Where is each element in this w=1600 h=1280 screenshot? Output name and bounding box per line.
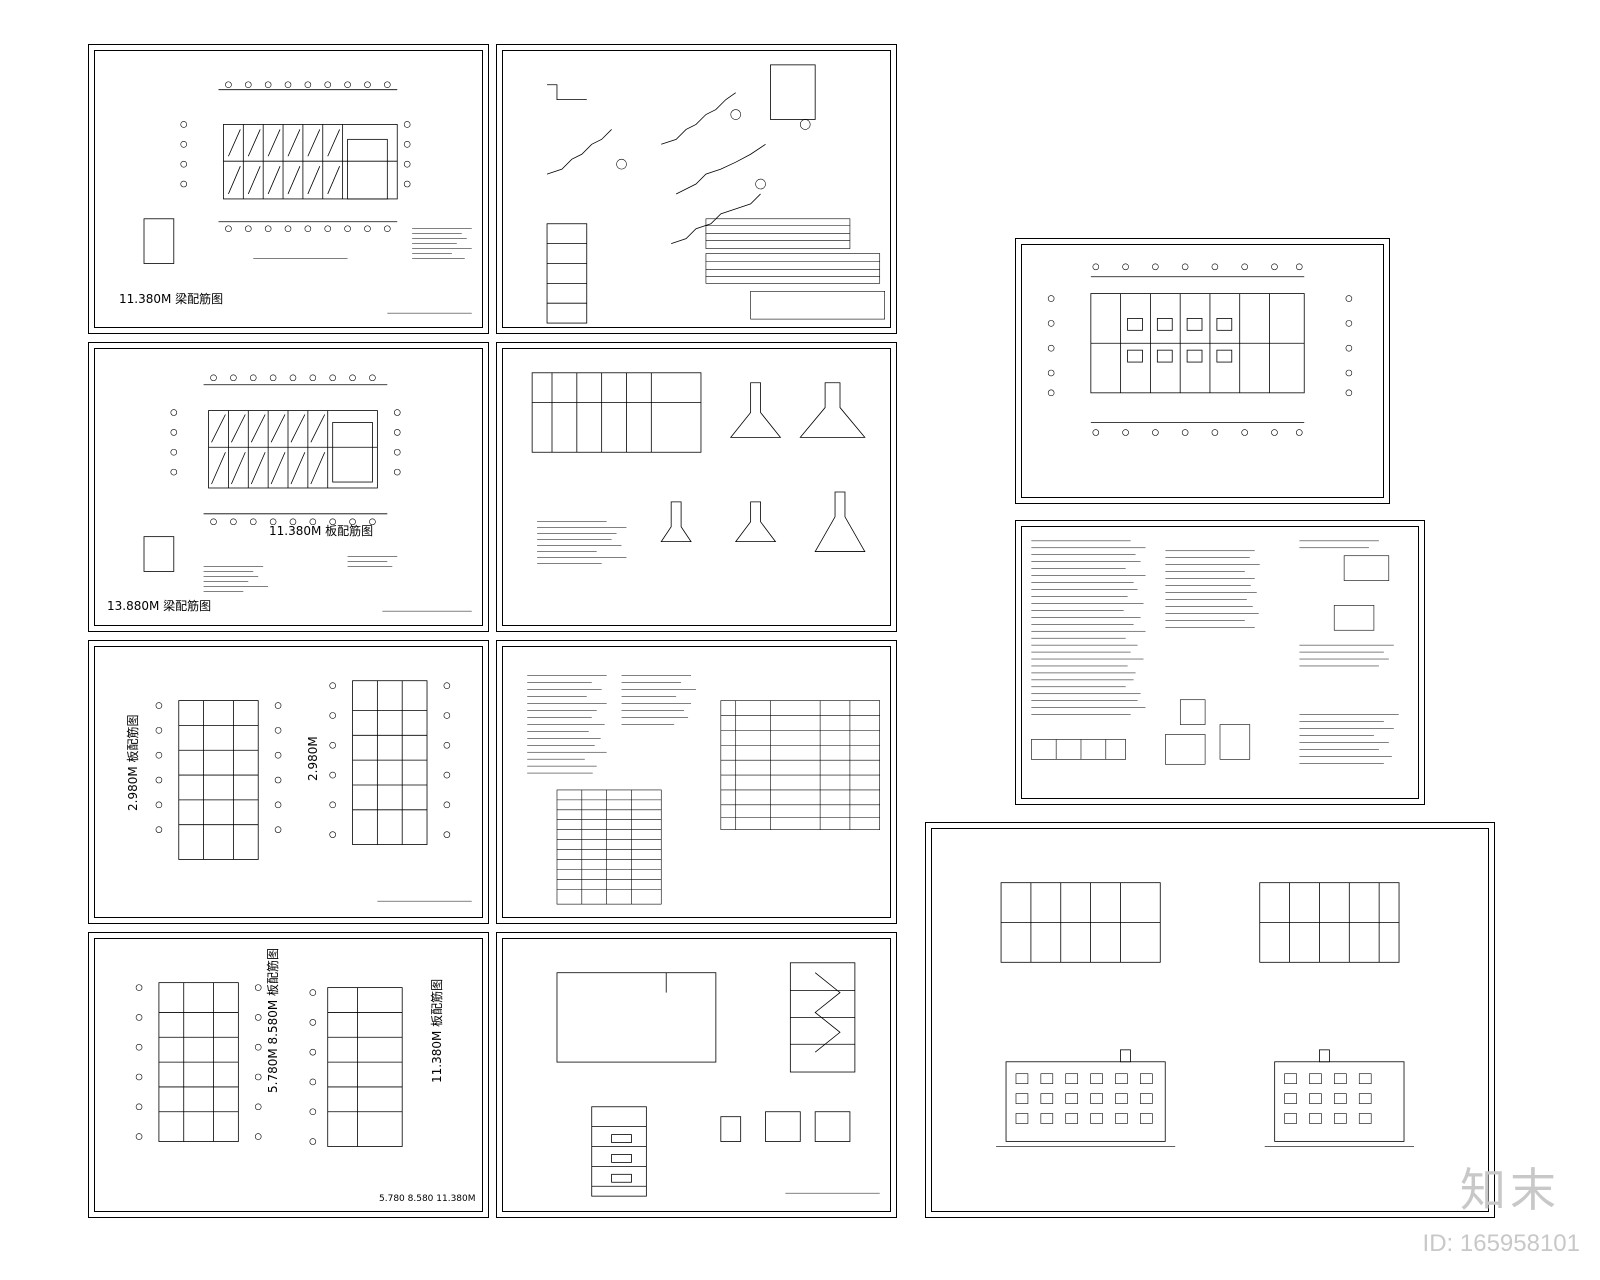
drawing-sheet-foundation[interactable] [496,342,897,632]
sheet-label: 2.980M [306,736,320,781]
floor-plan-slab [143,374,472,612]
drawing-sheet-slab-plan-2980[interactable]: 2.980M 板配筋图 2.980M [88,640,489,924]
sheet-label: 11.380M 梁配筋图 [119,292,224,306]
sheet-frame [94,646,483,918]
sheet-frame [1021,244,1384,498]
drawing-sheet-plans-elevations[interactable] [925,822,1495,1218]
sheet-label: 11.380M 板配筋图 [269,524,374,538]
drawing-sheet-design-notes[interactable] [1015,520,1425,805]
sheet-frame [1021,526,1419,799]
sheet-frame [931,828,1489,1212]
sheet-label: 5.780M 8.580M 板配筋图 [266,947,280,1093]
plans-and-elevations [996,882,1414,1147]
sheet-frame [502,646,891,918]
drawing-sheet-slab-plan-upper[interactable]: 5.780M 8.580M 板配筋图 11.380M 板配筋图 5.780 8.… [88,932,489,1218]
sheet-frame [502,348,891,626]
drawing-sheet-beam-plan-11380[interactable]: 11.380M 梁配筋图 [88,44,489,334]
drawing-sheet-slab-plan-11380[interactable]: 11.380M 板配筋图 13.880M 梁配筋图 [88,342,489,632]
drawing-sheet-architectural-plan[interactable] [1015,238,1390,504]
roof-plan-and-elevation [556,962,880,1197]
stair-sections [546,64,885,324]
foundation-plan-details [531,372,866,564]
architectural-floor-plan [1047,263,1353,436]
sheet-label: 11.380M 板配筋图 [430,978,444,1083]
drawing-sheet-stair-details[interactable] [496,44,897,334]
floor-plan-slab-pair-upper [135,982,403,1147]
sheet-frame [502,50,891,328]
floor-plan-slab-pair [155,680,472,902]
watermark-brand: 知末 [1460,1163,1560,1217]
drawing-sheet-notes-tables[interactable] [496,640,897,924]
notes-and-schedules [527,675,880,905]
sheet-label: 13.880M 梁配筋图 [107,599,212,613]
sheet-frame [502,938,891,1212]
floor-plan-beams [143,81,472,314]
sheet-frame [94,50,483,328]
structural-design-notes [1031,540,1399,765]
watermark-id: ID: 165958101 [1422,1230,1580,1257]
drawing-sheet-roof-plan[interactable] [496,932,897,1218]
sheet-frame [94,348,483,626]
sheet-label: 2.980M 板配筋图 [126,714,140,811]
sheet-footer: 5.780 8.580 11.380M [379,1194,476,1204]
sheet-frame [94,938,483,1212]
